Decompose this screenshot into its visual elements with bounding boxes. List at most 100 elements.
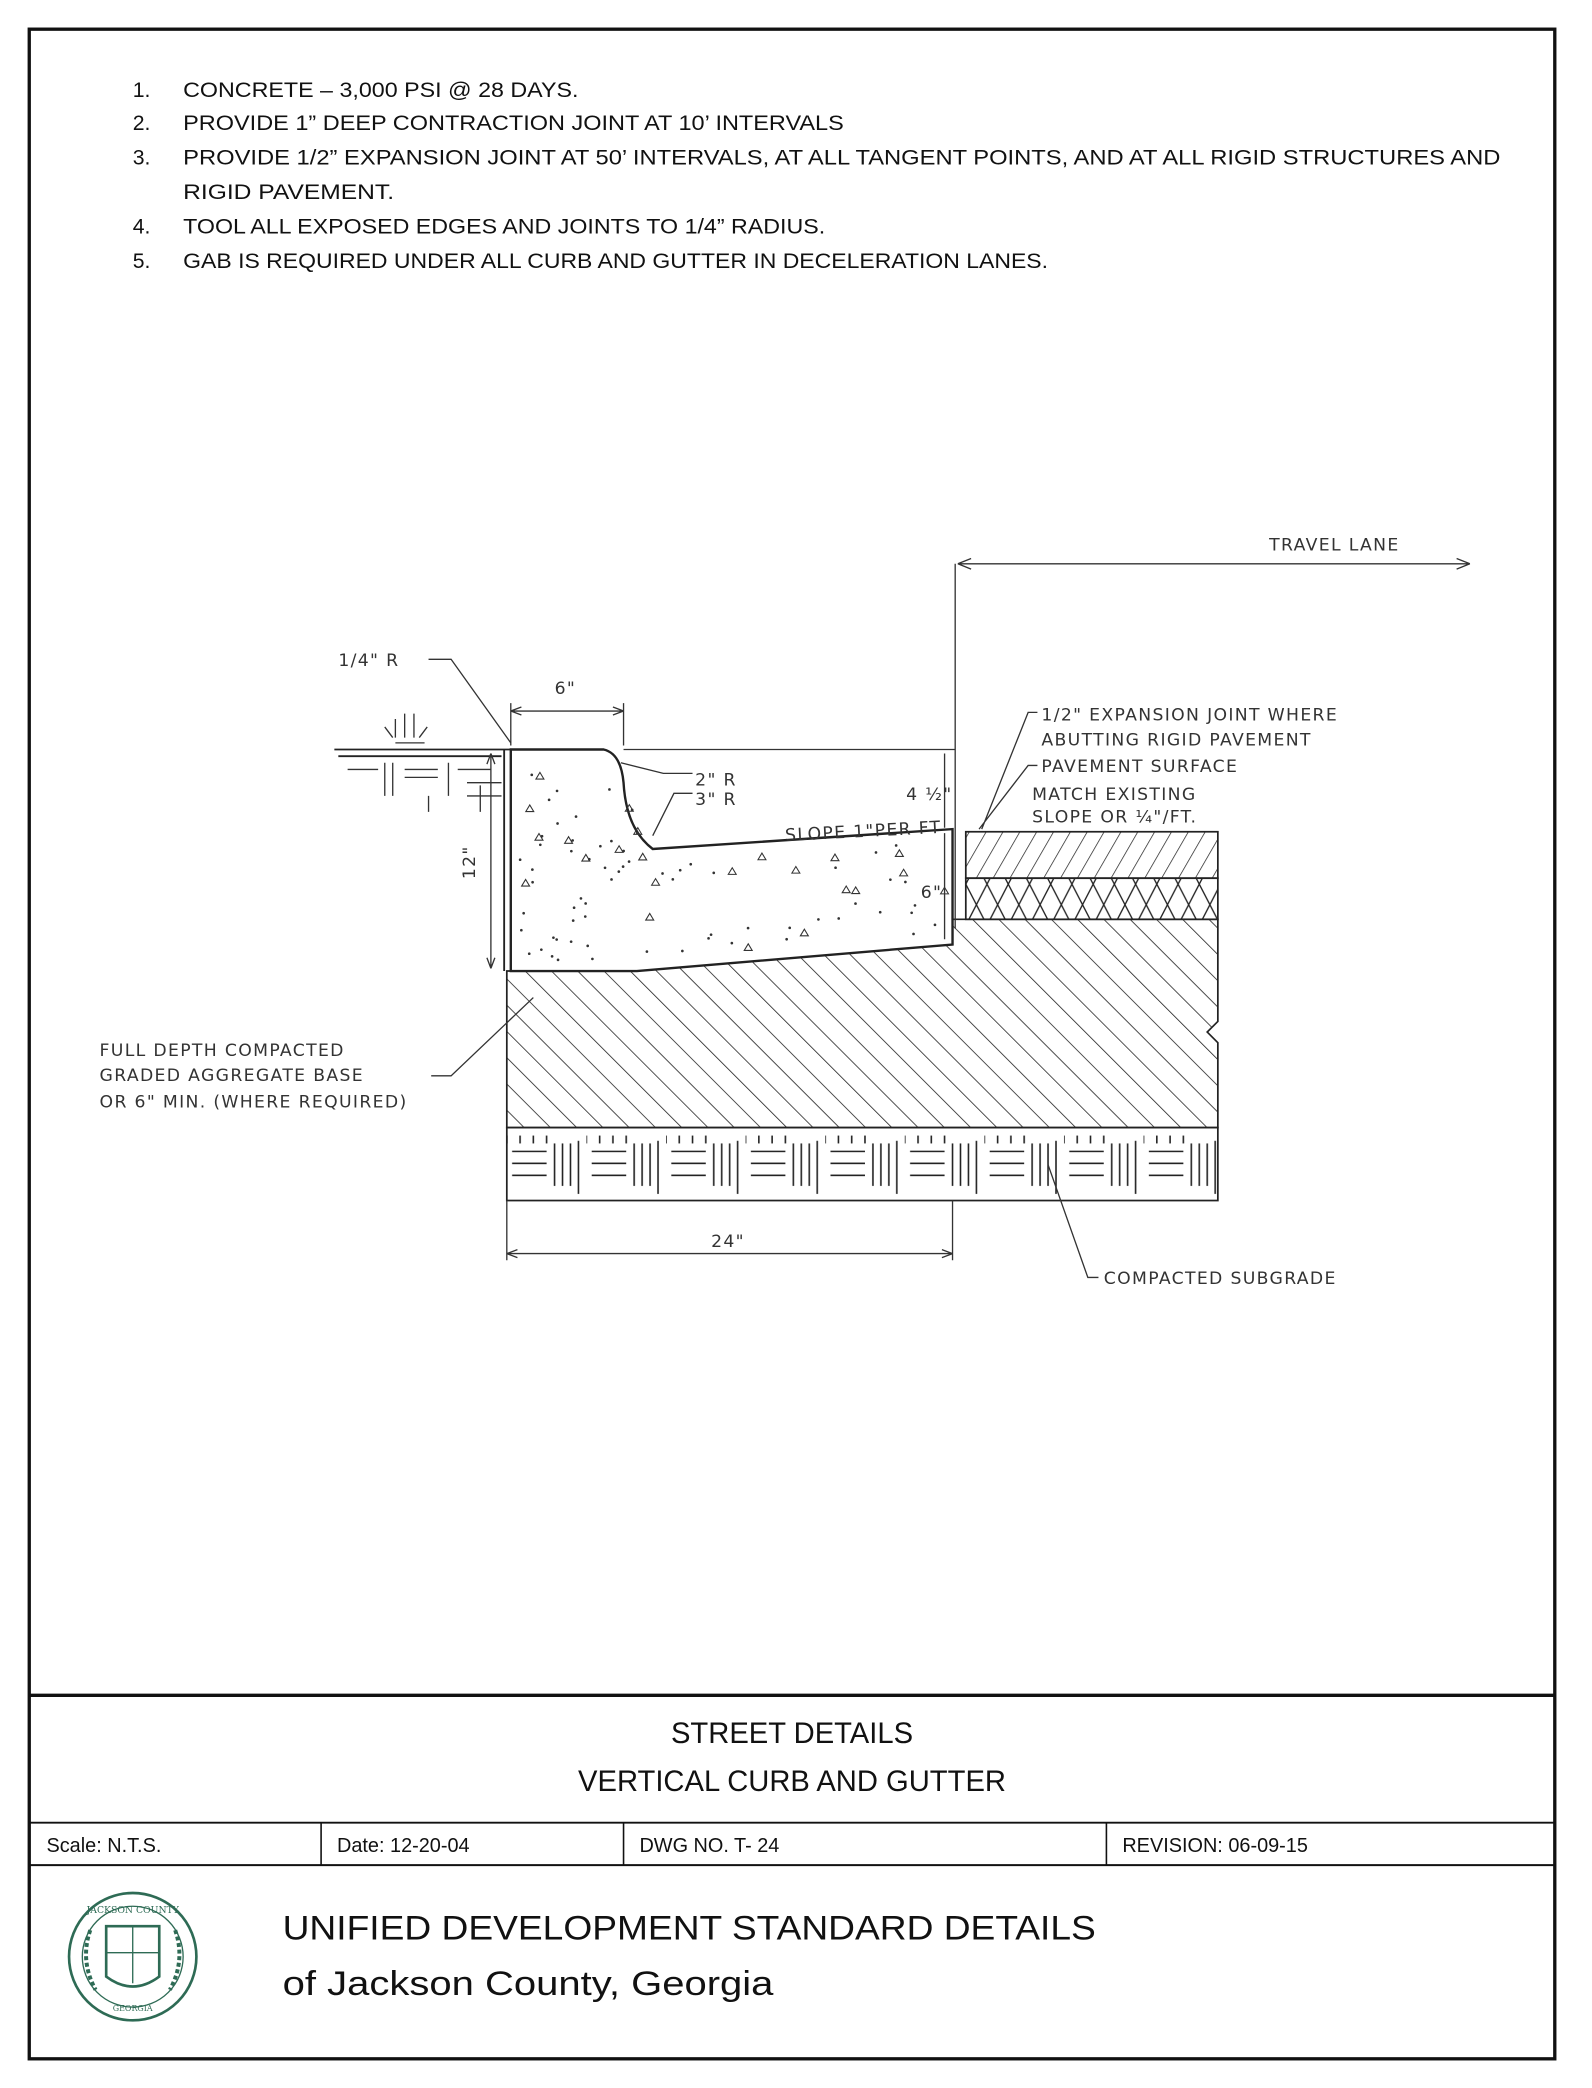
aggregate-dot: [912, 932, 915, 936]
leader: [431, 997, 534, 1077]
aggregate-dot: [540, 948, 543, 951]
aggregate-dot: [894, 844, 898, 847]
aggregate-dot: [621, 865, 625, 868]
aggregate-dot: [527, 952, 531, 956]
aggregate-triangle: [644, 912, 655, 921]
reference-lines: [623, 563, 956, 929]
aggregate-triangle: [563, 835, 574, 844]
thickness-label: 6": [921, 883, 943, 903]
aggregate-dot: [570, 849, 573, 853]
aggregate-triangle: [534, 832, 544, 841]
aggregate-triangle: [637, 852, 648, 861]
aggregate-dot: [538, 843, 542, 847]
subgrade-hatch: [505, 1126, 1219, 1202]
aggregate-dot: [910, 911, 913, 915]
aggregate-triangle: [520, 878, 531, 887]
travel-lane-label: TRAVEL LANE: [1268, 536, 1399, 556]
aggregate-dot: [785, 937, 788, 941]
aggregate-triangle: [580, 853, 591, 862]
aggregate-dot: [579, 897, 583, 900]
title-block: STREET DETAILS VERTICAL CURB AND GUTTER …: [29, 1693, 1555, 2022]
aggregate-dot: [689, 862, 693, 866]
aggregate-dot: [707, 937, 710, 940]
county-seal-logo: JACKSON COUNTY GEORGIA: [67, 1891, 198, 2022]
pavement-surface-label: PAVEMENT SURFACE: [1041, 757, 1238, 777]
concrete-aggregate-dots: [518, 771, 950, 962]
aggregate-dot: [583, 915, 587, 918]
aggregate-dot: [571, 919, 575, 922]
aggregate-dot: [522, 911, 525, 915]
aggregate-dot: [671, 878, 675, 881]
aggregate-dot: [837, 917, 841, 920]
organization-subtitle: of Jackson County, Georgia: [283, 1965, 775, 2003]
aggregate-dot: [610, 839, 613, 843]
gab-label: FULL DEPTH COMPACTED: [100, 1041, 345, 1061]
width-dimension: [506, 1200, 954, 1261]
aggregate-dot: [571, 839, 574, 842]
pavement-base-layer: [964, 877, 1219, 921]
aggregate-triangle: [535, 771, 545, 780]
aggregate-triangle: [650, 877, 661, 886]
sheet-title: STREET DETAILS: [671, 1718, 913, 1750]
note-number: 5.: [133, 250, 151, 273]
leader: [620, 762, 693, 837]
note-text: PROVIDE 1/2” EXPANSION JOINT AT 50’ INTE…: [183, 146, 1500, 169]
gab-label: OR 6" MIN. (WHERE REQUIRED): [100, 1093, 408, 1113]
note-number: 2.: [133, 112, 151, 135]
note-text: CONCRETE – 3,000 PSI @ 28 DAYS.: [183, 79, 578, 102]
aggregate-dot: [599, 844, 602, 848]
concrete-curb-gutter: [509, 748, 954, 973]
leader: [428, 658, 512, 744]
aggregate-dot: [817, 918, 820, 921]
radius-2-label: 2" R: [695, 770, 737, 790]
aggregate-dot: [572, 906, 576, 910]
note-text-continued: RIGID PAVEMENT.: [183, 181, 394, 204]
note-text: GAB IS REQUIRED UNDER ALL CURB AND GUTTE…: [183, 250, 1048, 273]
aggregate-dot: [569, 940, 573, 943]
leader: [978, 711, 1038, 830]
aggregate-dot: [552, 936, 555, 939]
aggregate-dot: [712, 871, 716, 875]
aggregate-dot: [874, 851, 878, 854]
aggregate-triangle: [894, 848, 905, 857]
note-number: 1.: [133, 79, 151, 102]
aggregate-triangle: [524, 803, 535, 813]
aggregate-dot: [681, 949, 684, 953]
aggregate-dot: [556, 958, 560, 962]
aggregate-dot: [584, 902, 587, 905]
expansion-joint-label: ABUTTING RIGID PAVEMENT: [1041, 731, 1311, 751]
aggregate-dot: [854, 902, 857, 905]
curb-width-label: 6": [555, 679, 577, 699]
aggregate-dot: [555, 789, 559, 793]
aggregate-triangle: [632, 826, 643, 835]
aggregate-triangle: [898, 868, 909, 877]
note-number: 3.: [133, 146, 151, 169]
aggregate-dot: [518, 858, 522, 862]
aggregate-dot: [591, 957, 594, 961]
topsoil-hatch: [347, 762, 502, 812]
radius-3-label: 3" R: [695, 790, 737, 810]
grass-symbol: [384, 713, 428, 744]
aggregate-triangle: [743, 942, 754, 951]
aggregate-dot: [555, 938, 558, 941]
aggregate-triangle: [841, 885, 852, 894]
aggregate-dot: [709, 933, 713, 937]
aggregate-dot: [730, 941, 734, 945]
svg-text:GEORGIA: GEORGIA: [113, 2004, 153, 2013]
aggregate-dot: [531, 880, 534, 884]
revision-field: REVISION: 06-09-15: [1122, 1835, 1308, 1857]
aggregate-dot: [610, 878, 613, 881]
aggregate-dot: [550, 955, 554, 958]
depth-dimension: [486, 753, 496, 969]
pavement-surface-layer: [964, 830, 1219, 880]
aggregate-dot: [627, 860, 631, 863]
aggregate-dot: [834, 866, 837, 870]
subgrade-label: COMPACTED SUBGRADE: [1104, 1269, 1337, 1289]
sheet-border: [27, 27, 1557, 2061]
aggregate-dot: [889, 878, 892, 881]
aggregate-dot: [617, 870, 621, 873]
svg-text:JACKSON COUNTY: JACKSON COUNTY: [86, 1905, 180, 1916]
aggregate-dot: [530, 773, 534, 777]
width-label: 24": [711, 1232, 745, 1252]
